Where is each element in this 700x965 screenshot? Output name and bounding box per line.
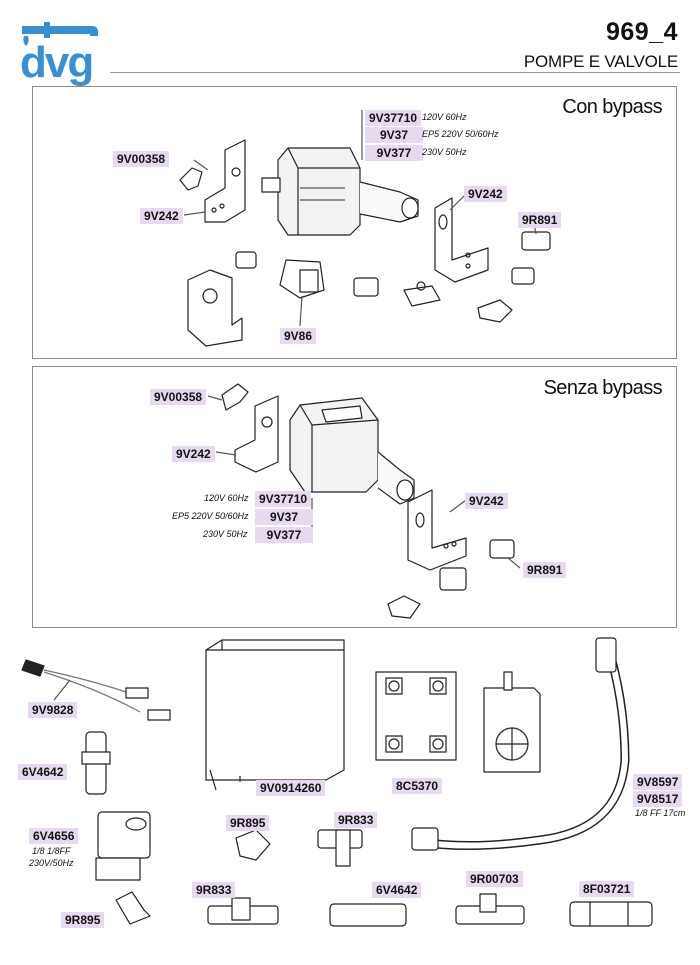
- part-label-9R891-bottom: 9R891: [523, 562, 567, 578]
- pump-code-9V37710-bottom: 9V37710: [255, 491, 312, 507]
- part-spec-6V4656-voltage: 230V/50Hz: [29, 858, 74, 868]
- pump-code-9V377-top: 9V377: [365, 145, 423, 161]
- part-label-9V242-top-left: 9V242: [140, 208, 183, 224]
- pump-code-9V377-bottom: 9V377: [255, 527, 313, 543]
- part-label-8C5370: 8C5370: [392, 778, 443, 794]
- part-label-9V242-bottom-right: 9V242: [465, 493, 508, 509]
- part-label-9V00358-top: 9V00358: [113, 151, 170, 167]
- pump-spec-230v-bottom: 230V 50Hz: [203, 529, 248, 539]
- part-label-9V00358-bottom: 9V00358: [150, 389, 207, 405]
- pump-code-9V37-bottom: 9V37: [255, 509, 313, 525]
- faucet-icon: [22, 22, 98, 46]
- section-without-bypass: [32, 366, 677, 628]
- pump-code-9V37710-top: 9V37710: [365, 110, 422, 126]
- part-label-9R833-lower: 9R833: [192, 882, 236, 898]
- pump-spec-120v-bottom: 120V 60Hz: [204, 493, 249, 503]
- page-title: POMPE E VALVOLE: [523, 52, 678, 71]
- logo-text: dvg: [20, 38, 94, 87]
- part-spec-9V8517: 1/8 FF 17cm: [635, 808, 686, 818]
- part-label-6V4642-lower: 6V4642: [372, 882, 422, 898]
- part-label-9V9828: 9V9828: [28, 702, 78, 718]
- pump-spec-120v: 120V 60Hz: [422, 112, 467, 122]
- page-number: 969_4: [605, 18, 678, 46]
- pump-with-bypass: [261, 147, 419, 236]
- part-label-6V4656: 6V4656: [29, 828, 79, 844]
- section-with-bypass: [32, 86, 677, 359]
- part-spec-6V4656-fitting: 1/8 1/8FF: [32, 846, 71, 856]
- part-label-9V86: 9V86: [280, 328, 317, 344]
- part-label-8F03721: 8F03721: [579, 881, 635, 897]
- dvg-logo: dvg: [14, 8, 104, 88]
- part-label-9V242-top-right: 9V242: [464, 186, 507, 202]
- part-label-9R895-upper: 9R895: [226, 815, 270, 831]
- part-label-9V242-bottom-left: 9V242: [172, 446, 215, 462]
- pump-code-9V37-top: 9V37: [365, 127, 423, 143]
- part-label-6V4642-left: 6V4642: [18, 764, 68, 780]
- header-divider: [110, 72, 680, 73]
- part-label-9R891-top: 9R891: [518, 212, 562, 228]
- part-label-9R833-upper: 9R833: [334, 812, 378, 828]
- section-title-without-bypass: Senza bypass: [543, 377, 663, 399]
- part-label-9R895-lower: 9R895: [61, 912, 105, 928]
- pump-spec-ep5-bottom: EP5 220V 50/60Hz: [172, 511, 249, 521]
- section-title-with-bypass: Con bypass: [562, 96, 662, 118]
- part-label-9V0914260: 9V0914260: [256, 780, 326, 796]
- pump-without-bypass: [289, 397, 415, 505]
- part-label-9V8597: 9V8597: [633, 774, 683, 790]
- pump-spec-ep5: EP5 220V 50/60Hz: [422, 129, 499, 139]
- pump-spec-230v: 230V 50Hz: [422, 147, 467, 157]
- part-label-9V8517: 9V8517: [633, 791, 683, 807]
- part-label-9R00703: 9R00703: [466, 871, 523, 887]
